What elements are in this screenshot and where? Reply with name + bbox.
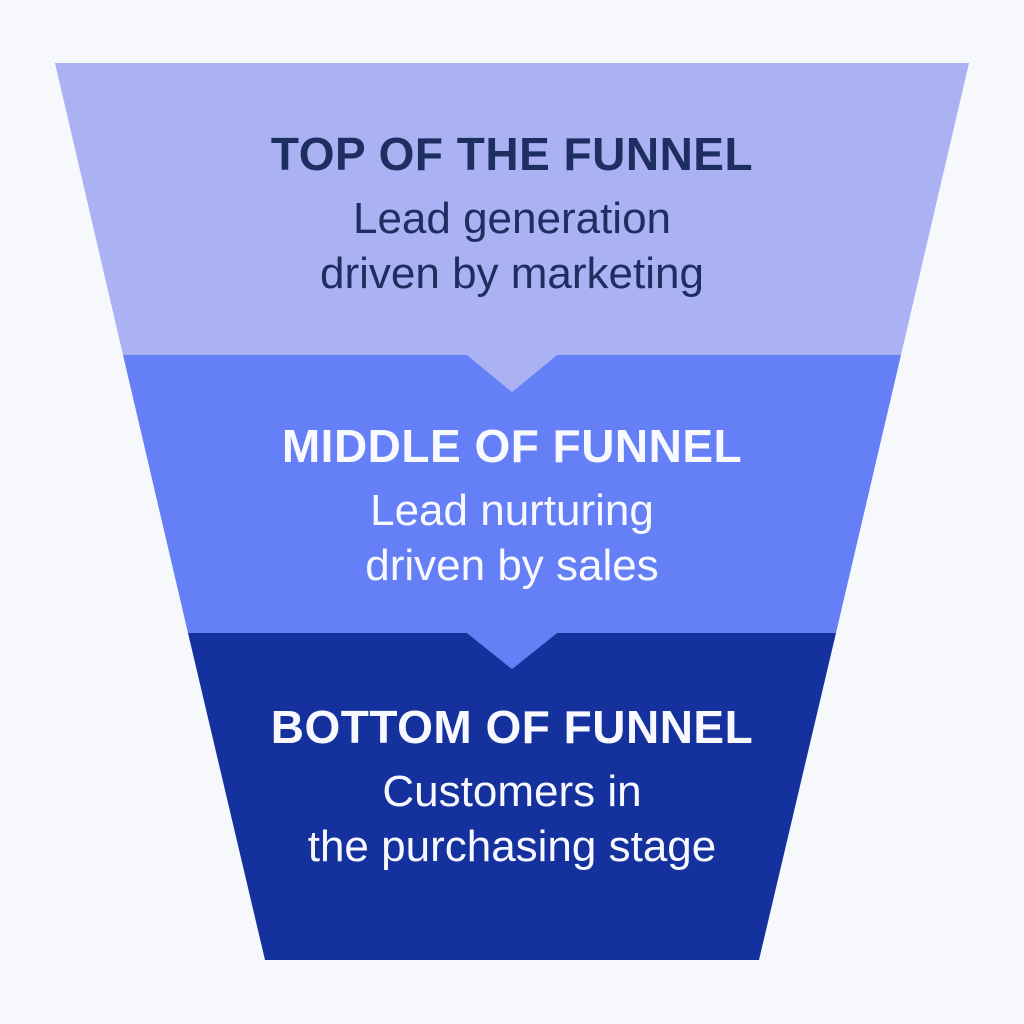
funnel-stage-middle-shape <box>123 355 901 669</box>
funnel-stage-bottom-shape <box>188 633 836 960</box>
funnel-stage-top-shape <box>55 63 969 392</box>
